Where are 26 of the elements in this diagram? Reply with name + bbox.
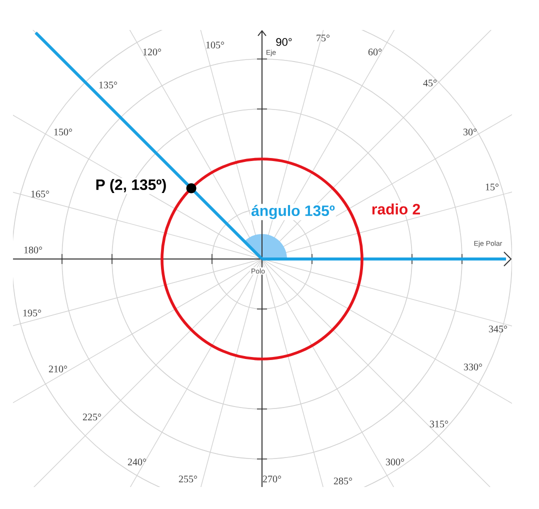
angle-annotation: ángulo 135º xyxy=(250,204,336,220)
angle-label: 225° xyxy=(82,414,102,420)
angle-label: 135° xyxy=(99,82,118,88)
angle-label: 195° xyxy=(23,310,42,316)
angle-label: 60° xyxy=(368,48,382,56)
angle-label: 285° xyxy=(334,478,352,484)
point-label: P (2, 135º) xyxy=(94,178,168,194)
angle-label: 105° xyxy=(206,42,224,48)
angle-label: 30° xyxy=(463,128,476,136)
angle-label: 240° xyxy=(128,458,146,466)
angle-label: 180° xyxy=(24,246,42,254)
radius-annotation: radio 2 xyxy=(370,202,422,216)
angle-label: 75° xyxy=(316,34,330,42)
angle-label: 210° xyxy=(48,366,68,372)
angle-label: 345° xyxy=(488,326,507,332)
angle-label: 330° xyxy=(464,364,482,370)
angle-label: 150° xyxy=(54,128,72,136)
angle-label: 15° xyxy=(486,184,498,190)
angle-label: 270° xyxy=(262,476,282,482)
angle-label: 120° xyxy=(143,48,162,56)
angle-label: 255° xyxy=(178,476,198,482)
axis-label: 90° xyxy=(276,38,292,46)
angle-label: 165° xyxy=(31,190,50,198)
angle-label: 315° xyxy=(430,420,448,428)
angle-label: 45° xyxy=(423,80,436,86)
angle-label: 300° xyxy=(386,458,404,466)
